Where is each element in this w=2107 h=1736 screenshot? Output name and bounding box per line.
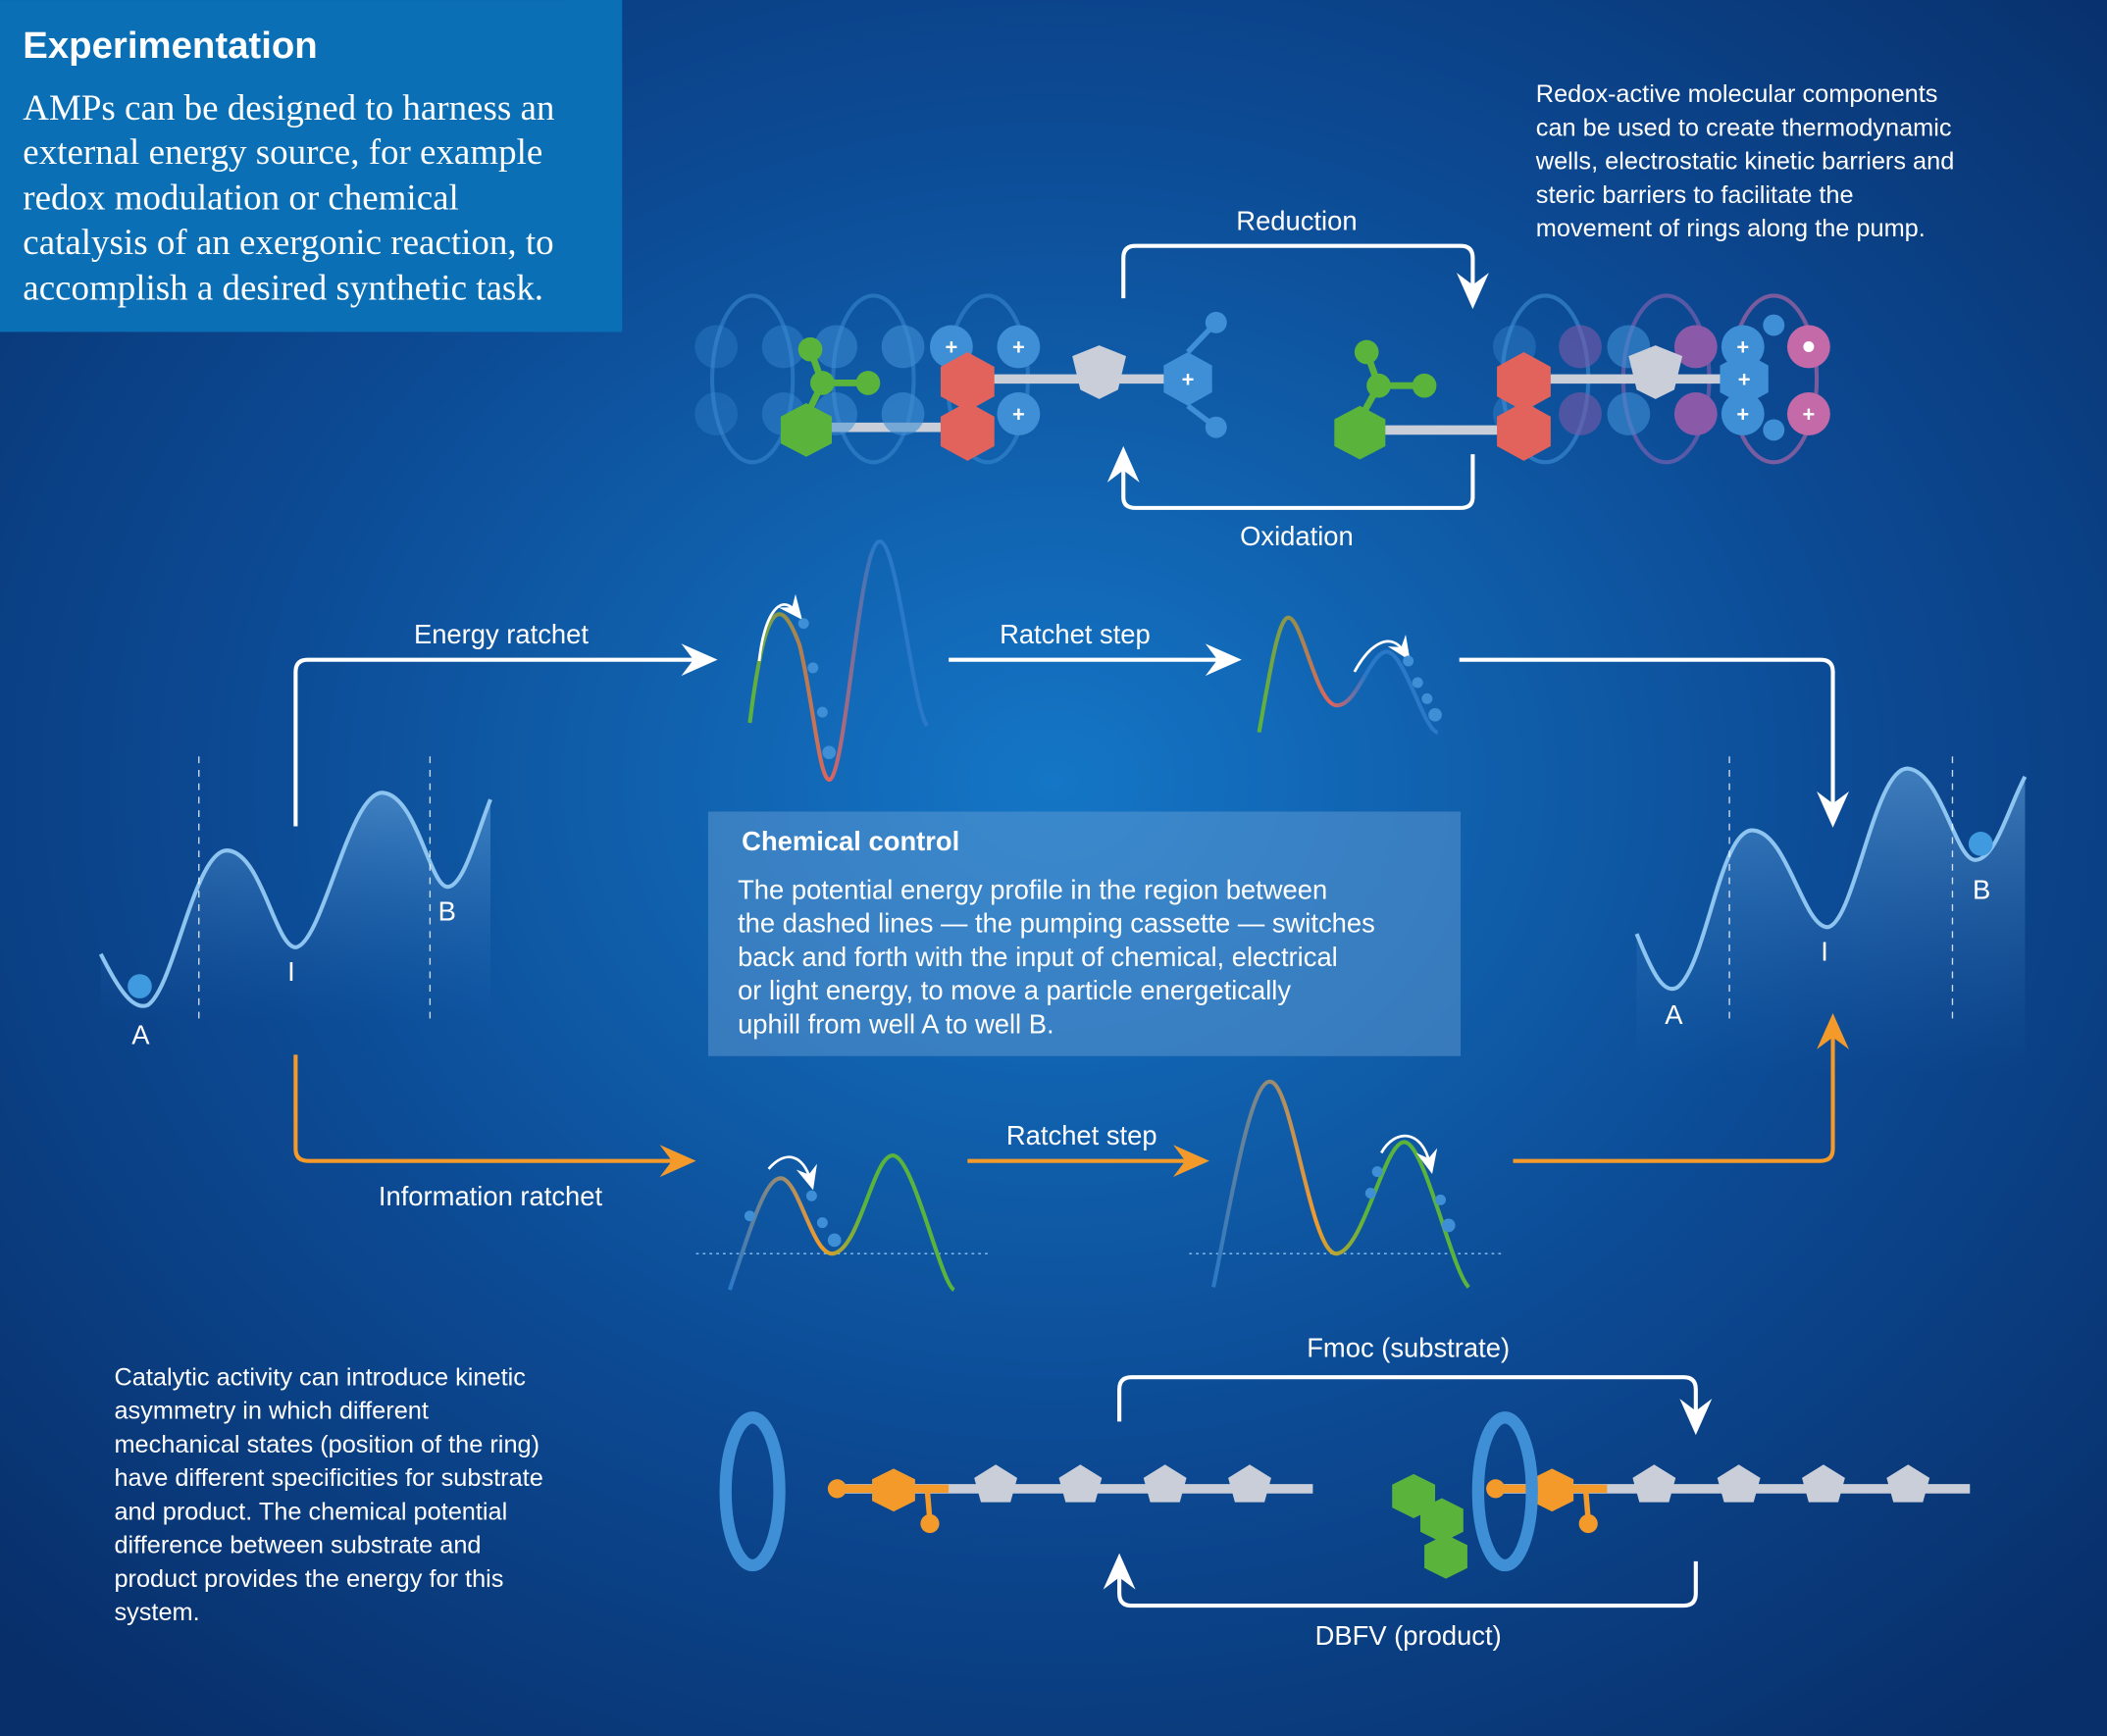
ratchet-curve-3	[727, 1153, 956, 1292]
intro-panel: Experimentation AMPs can be designed to …	[0, 0, 623, 332]
intro-line: redox modulation or chemical	[23, 178, 459, 218]
panel-line: or light energy, to move a particle ener…	[738, 975, 1291, 1005]
panel-title: Experimentation	[23, 25, 317, 67]
panel-line: back and forth with the input of chemica…	[738, 942, 1338, 972]
note-line: steric barriers to facilitate the	[1536, 181, 1854, 209]
ratchet-step-label: Ratchet step	[1006, 1120, 1157, 1150]
note-line: have different specificities for substra…	[114, 1464, 542, 1492]
hop-arrow	[767, 1155, 817, 1191]
information-ratchet-label: Information ratchet	[379, 1181, 603, 1211]
note-line: can be used to create thermodynamic	[1536, 114, 1952, 141]
redox-note: Redox-active molecular components can be…	[1535, 80, 1955, 242]
chemical-control-title: Chemical control	[742, 826, 959, 856]
svg-text:+: +	[1012, 335, 1025, 360]
intro-line: AMPs can be designed to harness an	[23, 87, 554, 128]
intro-line: accomplish a desired synthetic task.	[23, 268, 543, 308]
energy-ratchet-return-arrow	[1459, 657, 1849, 828]
panel-line: The potential energy profile in the regi…	[738, 875, 1327, 905]
svg-text:+: +	[945, 335, 957, 360]
product-arrow	[1103, 1553, 1698, 1608]
ratchet-curve-2	[1257, 615, 1439, 735]
product-label: DBFV (product)	[1315, 1620, 1502, 1651]
hop-arrow	[757, 593, 802, 662]
redox-cycle: Reduction Oxidation	[1106, 205, 1489, 551]
oxidation-label: Oxidation	[1240, 521, 1354, 551]
svg-text:+: +	[1736, 335, 1749, 360]
information-ratchet-return-arrow	[1513, 1012, 1849, 1163]
reduction-label: Reduction	[1236, 205, 1357, 235]
svg-text:+: +	[1802, 402, 1815, 427]
note-line: movement of rings along the pump.	[1536, 215, 1926, 242]
ratchet-step-label: Ratchet step	[1000, 619, 1151, 649]
well-i-label: I	[287, 956, 295, 987]
ring-axle-right	[1392, 1411, 1971, 1579]
note-line: mechanical states (position of the ring)	[114, 1431, 540, 1458]
svg-text:+: +	[1738, 368, 1751, 392]
note-line: difference between substrate and	[114, 1532, 481, 1559]
svg-text:+: +	[1736, 402, 1749, 427]
note-line: Catalytic activity can introduce kinetic	[114, 1363, 525, 1391]
rotaxane-molecule-left: + + + +	[694, 293, 1227, 465]
information-ratchet-arrow	[293, 1054, 696, 1178]
energy-ratchet: Energy ratchet Ratchet step	[293, 539, 1849, 828]
information-ratchet: Information ratchet Ratchet step	[293, 1012, 1849, 1292]
catalytic-note: Catalytic activity can introduce kinetic…	[114, 1363, 542, 1626]
svg-text:+: +	[1012, 402, 1025, 427]
intro-line: external energy source, for example	[23, 131, 542, 172]
energy-ratchet-label: Energy ratchet	[414, 619, 589, 649]
energy-profile-right: A I B	[1634, 756, 2028, 1075]
ring-axle-left	[719, 1411, 1313, 1572]
substrate-label: Fmoc (substrate)	[1307, 1333, 1510, 1363]
intro-line: catalysis of an exergonic reaction, to	[23, 222, 553, 262]
well-a-label: A	[1665, 999, 1683, 1030]
reduction-arrow	[1121, 243, 1489, 310]
note-line: product provides the energy for this	[114, 1565, 503, 1593]
panel-line: the dashed lines — the pumping cassette …	[738, 908, 1375, 939]
note-line: Redox-active molecular components	[1536, 80, 1938, 108]
note-line: system.	[114, 1599, 199, 1626]
note-line: asymmetry in which different	[114, 1398, 428, 1425]
rotaxane-molecule-right: + + + +	[1334, 293, 1830, 465]
well-b-label: B	[1973, 875, 1990, 905]
hop-arrow	[1353, 634, 1411, 673]
note-line: wells, electrostatic kinetic barriers an…	[1535, 148, 1955, 176]
well-a-label: A	[131, 1019, 150, 1049]
oxidation-arrow	[1106, 445, 1475, 510]
energy-profile-left: A I B	[98, 756, 492, 1049]
well-i-label: I	[1821, 937, 1828, 967]
svg-text:+: +	[1182, 368, 1195, 392]
substrate-arrow	[1117, 1375, 1713, 1436]
panel-line: uphill from well A to well B.	[738, 1008, 1054, 1039]
energy-ratchet-arrow	[293, 643, 718, 827]
chemical-control-panel: Chemical control The potential energy pr…	[707, 811, 1462, 1056]
catalytic-cycle: Fmoc (substrate) DBFV (product)	[1103, 1333, 1713, 1651]
note-line: and product. The chemical potential	[114, 1498, 507, 1525]
well-b-label: B	[438, 895, 456, 926]
hop-arrow	[1380, 1134, 1438, 1175]
